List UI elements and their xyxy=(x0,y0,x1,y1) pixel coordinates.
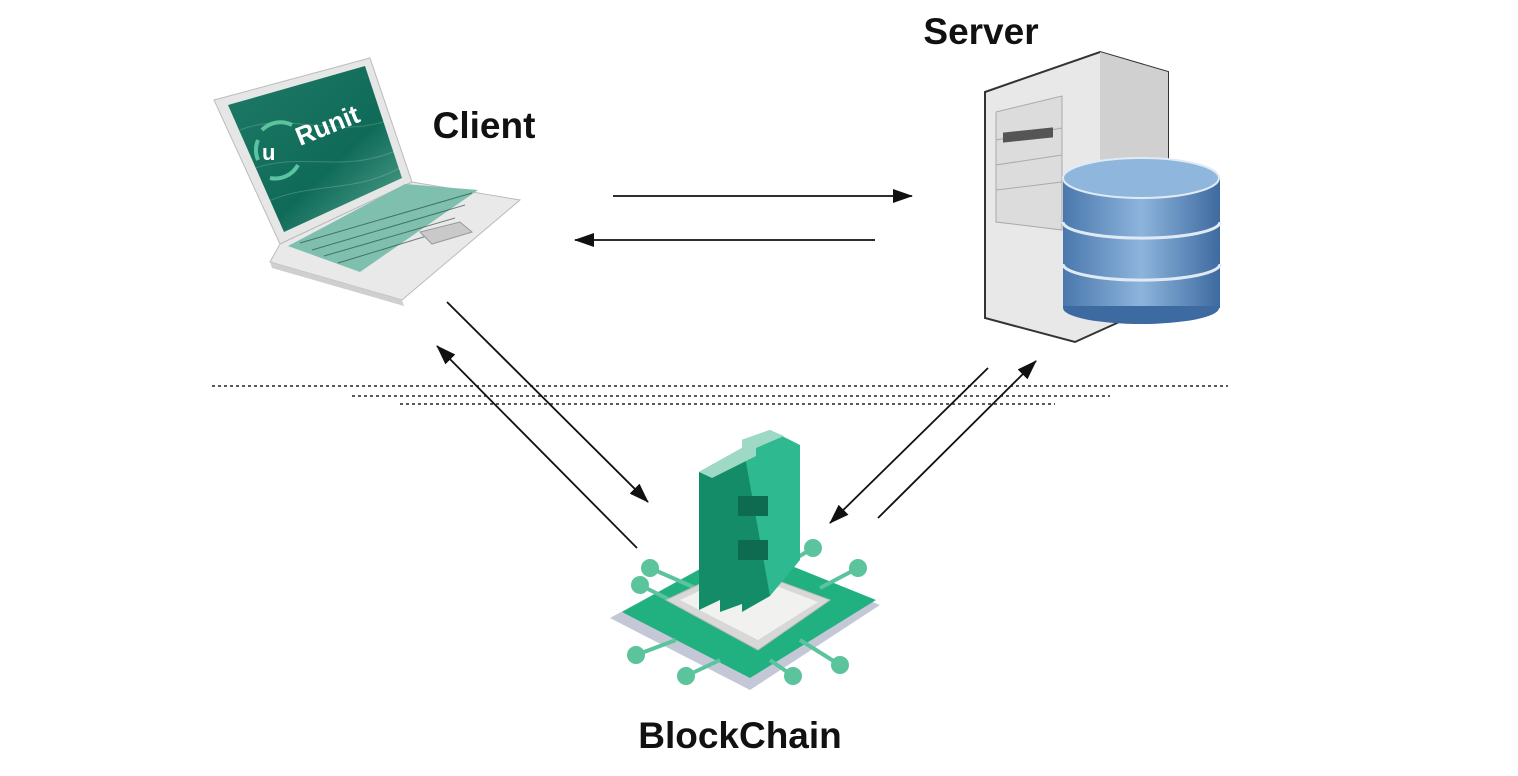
server-label: Server xyxy=(923,11,1039,52)
network-boundary-dotted-lines xyxy=(212,385,1228,405)
arrow-client-to-blockchain xyxy=(446,301,649,503)
laptop-screen-logo-u: u xyxy=(262,140,275,165)
coin-symbol-icon xyxy=(699,430,800,612)
server-icon xyxy=(984,50,1222,344)
arrow-blockchain-to-server xyxy=(877,360,1037,519)
database-icon xyxy=(1061,157,1222,324)
arrow-blockchain-to-client xyxy=(436,345,638,549)
blockchain-chip-icon xyxy=(610,430,880,690)
blockchain-label: BlockChain xyxy=(638,715,842,756)
laptop-icon: u Runit xyxy=(213,57,522,306)
client-label: Client xyxy=(432,105,536,146)
arrow-server-to-blockchain xyxy=(829,367,989,524)
